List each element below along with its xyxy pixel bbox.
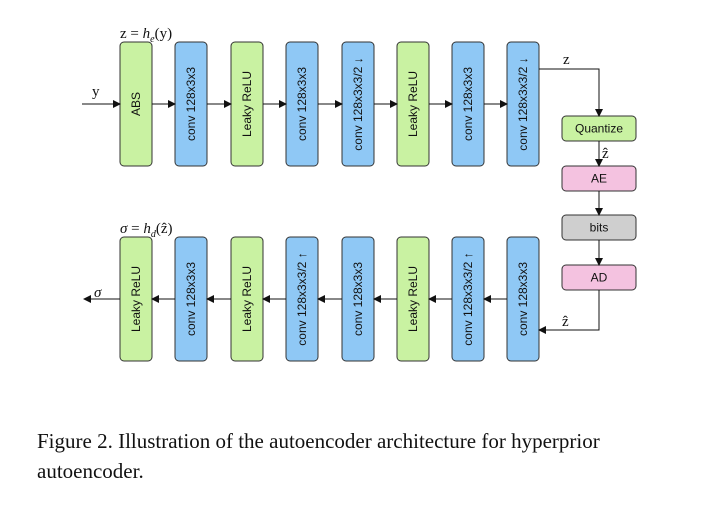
encoder-blocks: ABS conv 128x3x3 Leaky ReLU conv 128x3x3 con… bbox=[119, 41, 540, 167]
encoder-block-3-label: Leaky ReLU bbox=[240, 71, 254, 137]
encoder-block-4-label: conv 128x3x3 bbox=[295, 67, 309, 141]
encoder-output-arrow bbox=[539, 68, 603, 117]
decoder-block-6-label: Leaky ReLU bbox=[406, 266, 420, 332]
encoder-block-2-label: conv 128x3x3 bbox=[184, 67, 198, 141]
encoder-input-label: y bbox=[92, 84, 100, 100]
decoder-title: σ = hd(ẑ) bbox=[120, 221, 173, 240]
side-block-ae-label: AE bbox=[591, 172, 607, 186]
decoder-block-2-label: conv 128x3x3 bbox=[184, 262, 198, 336]
encoder-output-label: z bbox=[563, 52, 570, 68]
encoder-block-8-label: conv 128x3x3/2 ↓ bbox=[516, 57, 530, 150]
encoder-block-6-label: Leaky ReLU bbox=[406, 71, 420, 137]
encoder-title: z = he(y) bbox=[120, 26, 172, 45]
quantized-label: ẑ bbox=[602, 146, 609, 162]
encoder-block-5-label: conv 128x3x3/2 ↓ bbox=[351, 57, 365, 150]
decoder-block-8-label: conv 128x3x3 bbox=[516, 262, 530, 336]
decoder-block-4-label: conv 128x3x3/2 ↑ bbox=[295, 252, 309, 345]
decoder-block-5-label: conv 128x3x3 bbox=[351, 262, 365, 336]
figure-caption: Figure 2. Illustration of the autoencode… bbox=[37, 429, 600, 483]
encoder-block-1-label: ABS bbox=[129, 92, 143, 116]
decoder-input-label: ẑ bbox=[562, 314, 569, 330]
ad-to-decoder-arrow bbox=[538, 290, 600, 334]
decoder-block-3-label: Leaky ReLU bbox=[240, 266, 254, 332]
decoder-output-label: σ bbox=[94, 285, 102, 301]
connectors bbox=[82, 68, 603, 334]
decoder-blocks: Leaky ReLU conv 128x3x3 Leaky ReLU conv 128… bbox=[119, 236, 540, 362]
side-block-bits-label: bits bbox=[590, 221, 609, 235]
encoder-block-7-label: conv 128x3x3 bbox=[461, 67, 475, 141]
decoder-block-7-label: conv 128x3x3/2 ↑ bbox=[461, 252, 475, 345]
side-block-ad-label: AD bbox=[591, 271, 608, 285]
decoder-block-1-label: Leaky ReLU bbox=[129, 266, 143, 332]
side-block-quantize-label: Quantize bbox=[575, 122, 623, 136]
